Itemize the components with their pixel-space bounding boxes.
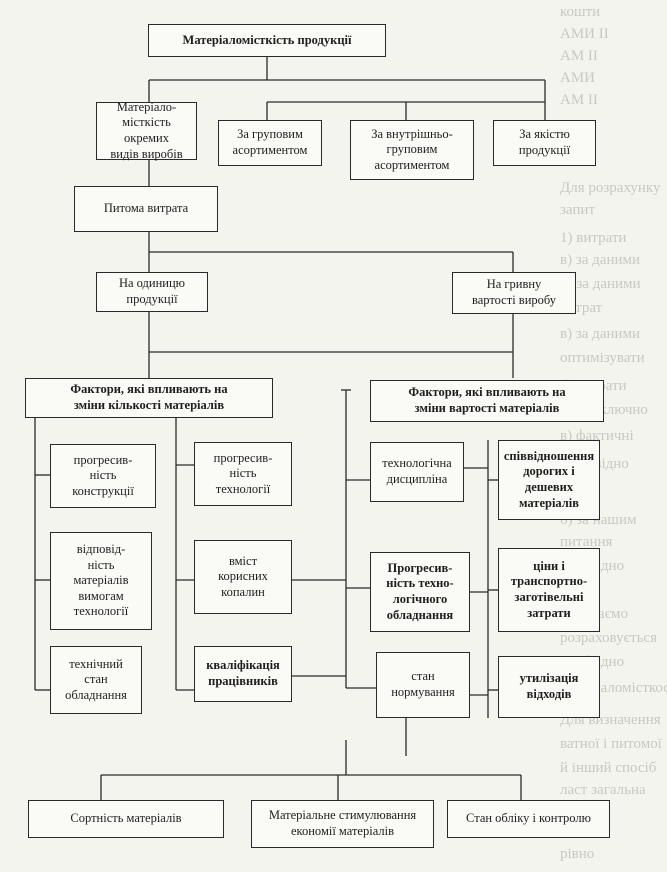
box-staff-qualification: кваліфікація працівників — [194, 646, 292, 702]
box-intragroup-assortment: За внутрішньо- груповим асортиментом — [350, 120, 474, 180]
bg-text-line: питання — [560, 534, 613, 550]
label: ціни і транспортно- заготівельні затрати — [510, 558, 588, 620]
bg-text-line: й інший спосіб — [560, 760, 657, 776]
label: Питома витрата — [103, 201, 189, 216]
title-box: Матеріаломісткість продукції — [148, 24, 386, 57]
box-norming-state: стан нормування — [376, 652, 470, 718]
bg-text-line: кошти — [560, 4, 601, 20]
box-prices-transport: ціни і транспортно- заготівельні затрати — [498, 548, 600, 632]
box-material-ratio: співвідношення дорогих і дешевих матеріа… — [498, 440, 600, 520]
bg-text-line: Для розрахунку — [560, 180, 661, 196]
label: За якістю продукції — [518, 127, 571, 157]
label: На одиницю продукції — [118, 276, 186, 306]
bg-text-line: АМ ІІ — [560, 48, 598, 64]
label: стан нормування — [391, 669, 455, 699]
box-material-compliance: відповід- ність матеріалів вимогам техно… — [50, 532, 152, 630]
box-design-progressiveness: прогресив- ність конструкції — [50, 444, 156, 508]
box-accounting-control: Стан обліку і контролю — [447, 800, 610, 838]
label: прогресив- ність технології — [213, 450, 273, 496]
box-waste-utilization: утилізація відходів — [498, 656, 600, 718]
bg-text-line: рівно — [560, 846, 595, 862]
box-technology-progressiveness: прогресив- ність технології — [194, 442, 292, 506]
box-equipment-condition: технічний стан обладнання — [50, 646, 142, 714]
bg-text-line: в) за даними — [560, 252, 641, 268]
bg-text-line: запит — [560, 202, 595, 218]
label: Фактори, які впливають на зміни вартості… — [408, 385, 566, 415]
box-group-assortment: За груповим асортиментом — [218, 120, 322, 166]
bg-text-line: АМИ — [560, 70, 596, 86]
label: кваліфікація працівників — [206, 658, 280, 688]
label: Матеріало- місткість окремих видів вироб… — [110, 99, 183, 161]
box-product-quality: За якістю продукції — [493, 120, 596, 166]
label: Сортність матеріалів — [70, 811, 182, 826]
bg-text-line: АМИ ІІ — [560, 26, 609, 42]
box-per-hryvnia: На гривну вартості виробу — [452, 272, 576, 314]
bg-text-line: ласт загальна — [560, 782, 646, 798]
label: відповід- ність матеріалів вимогам техно… — [73, 541, 129, 619]
label: технічний стан обладнання — [65, 656, 127, 702]
label: вміст корисних копалин — [218, 553, 268, 599]
title-text: Матеріаломісткість продукції — [182, 32, 352, 47]
label: Прогресив- ність техно- логічного обладн… — [386, 560, 454, 622]
box-technological-discipline: технологічна дисципліна — [370, 442, 464, 502]
bg-text-line: 1) витрати — [560, 230, 627, 246]
bg-text-line: б) за даними — [560, 276, 641, 292]
box-mineral-content: вміст корисних копалин — [194, 540, 292, 614]
label: На гривну вартості виробу — [471, 277, 557, 307]
label: співвідношення дорогих і дешевих матеріа… — [503, 448, 595, 510]
bg-text-line: в) за даними — [560, 326, 641, 342]
box-factors-quantity: Фактори, які впливають на зміни кількост… — [25, 378, 273, 418]
label: За груповим асортиментом — [232, 127, 308, 157]
bg-text-line: розраховується — [560, 630, 657, 646]
box-material-incentives: Матеріальне стимулювання економії матері… — [251, 800, 434, 848]
label: технологічна дисципліна — [382, 456, 452, 486]
box-specific-consumption: Питома витрата — [74, 186, 218, 232]
box-individual-products: Матеріало- місткість окремих видів вироб… — [96, 99, 197, 161]
bg-text-line: ватної і питомої — [560, 736, 662, 752]
label: Стан обліку і контролю — [466, 811, 591, 826]
label: За внутрішньо- груповим асортиментом — [371, 126, 453, 172]
label: утилізація відходів — [519, 671, 579, 701]
bg-text-line: АМ ІІ — [560, 92, 598, 108]
box-material-grade: Сортність матеріалів — [28, 800, 224, 838]
box-factors-cost: Фактори, які впливають на зміни вартості… — [370, 380, 604, 422]
label: Матеріальне стимулювання економії матері… — [268, 808, 417, 838]
box-per-unit: На одиницю продукції — [96, 272, 208, 312]
label: Фактори, які впливають на зміни кількост… — [70, 382, 228, 412]
label: прогресив- ність конструкції — [72, 452, 134, 498]
bg-text-line: оптимізувати — [560, 350, 645, 366]
box-equipment-progressiveness: Прогресив- ність техно- логічного обладн… — [370, 552, 470, 632]
